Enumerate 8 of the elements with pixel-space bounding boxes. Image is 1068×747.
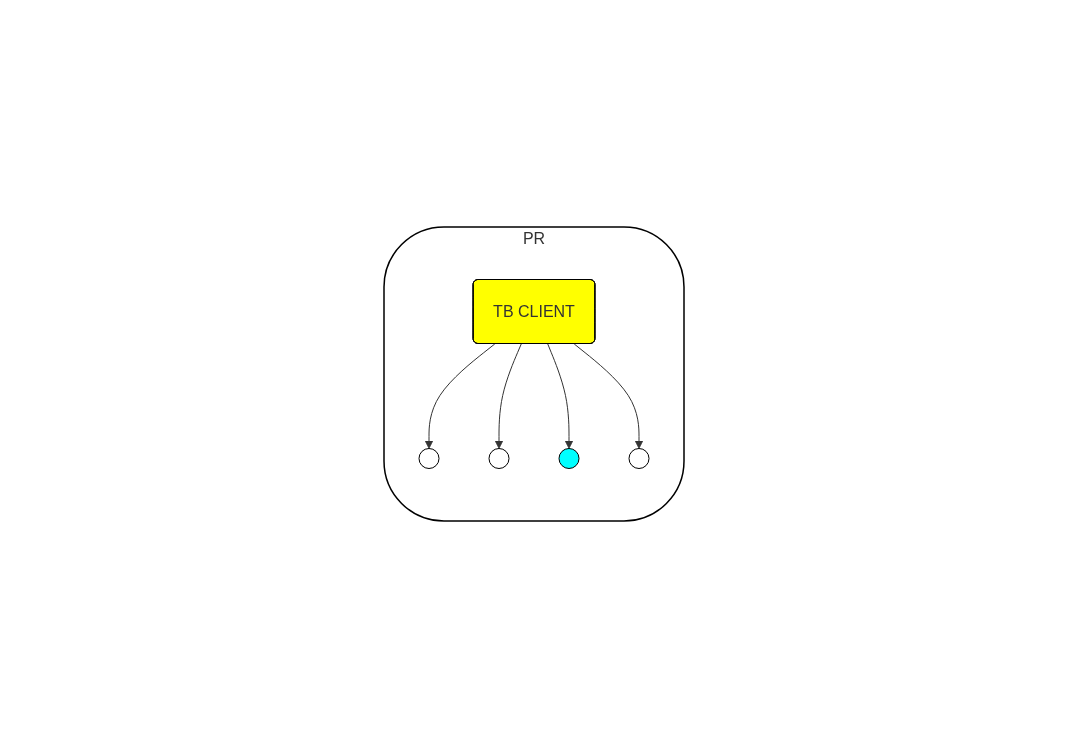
node-circle	[558, 447, 580, 469]
node-circle	[418, 447, 440, 469]
arrow	[547, 343, 574, 449]
arrow	[494, 343, 522, 449]
node-circle	[488, 447, 510, 469]
arrow	[573, 343, 644, 449]
arrow	[424, 343, 496, 449]
node-circle	[628, 447, 650, 469]
